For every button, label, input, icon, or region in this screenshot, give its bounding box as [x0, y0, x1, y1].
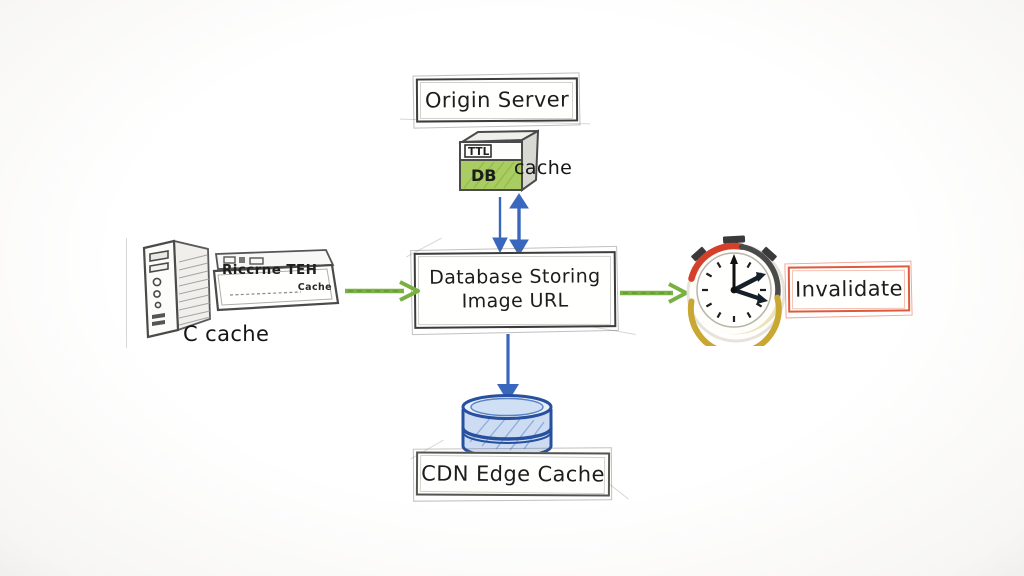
construction-line: [126, 238, 127, 348]
construction-line: [590, 326, 636, 335]
stopwatch-icon: [678, 234, 790, 357]
database-cylinder-icon: [452, 392, 562, 459]
origin-server-node: Origin Server: [415, 77, 579, 123]
rack-server-text-line2: Cache: [297, 282, 332, 293]
origin-server-label: Origin Server: [424, 87, 570, 113]
database-to-cdn-arrow: [492, 332, 526, 404]
database-node-label: Database Storing Image URL: [429, 266, 601, 315]
rack-server-icon: Riccrne TEH Cache: [206, 240, 346, 318]
origin-cache-sync-arrow: [488, 192, 536, 256]
cdn-edge-cache-label: CDN Edge Cache: [421, 461, 605, 487]
database-to-timer-arrow: [618, 280, 690, 306]
db-cache-caption: cache: [514, 157, 573, 179]
cdn-edge-cache-node: CDN Edge Cache: [415, 451, 611, 497]
invalidate-node: Invalidate: [787, 265, 911, 313]
database-node-line2: Image URL: [461, 289, 569, 313]
db-cache-db-text: DB: [471, 166, 496, 185]
db-cache-ttl-text: TTL: [468, 146, 490, 158]
pc-tower-icon: [130, 222, 224, 340]
invalidate-label: Invalidate: [794, 276, 904, 302]
rack-server-text-line1: Riccrne TEH: [222, 262, 318, 278]
db-cache-box-icon: TTL DB: [450, 124, 550, 198]
client-cache-caption: C cache: [183, 322, 270, 346]
database-node: Database Storing Image URL: [413, 251, 617, 329]
database-node-line1: Database Storing: [429, 265, 601, 289]
client-to-database-arrow: [342, 278, 422, 304]
